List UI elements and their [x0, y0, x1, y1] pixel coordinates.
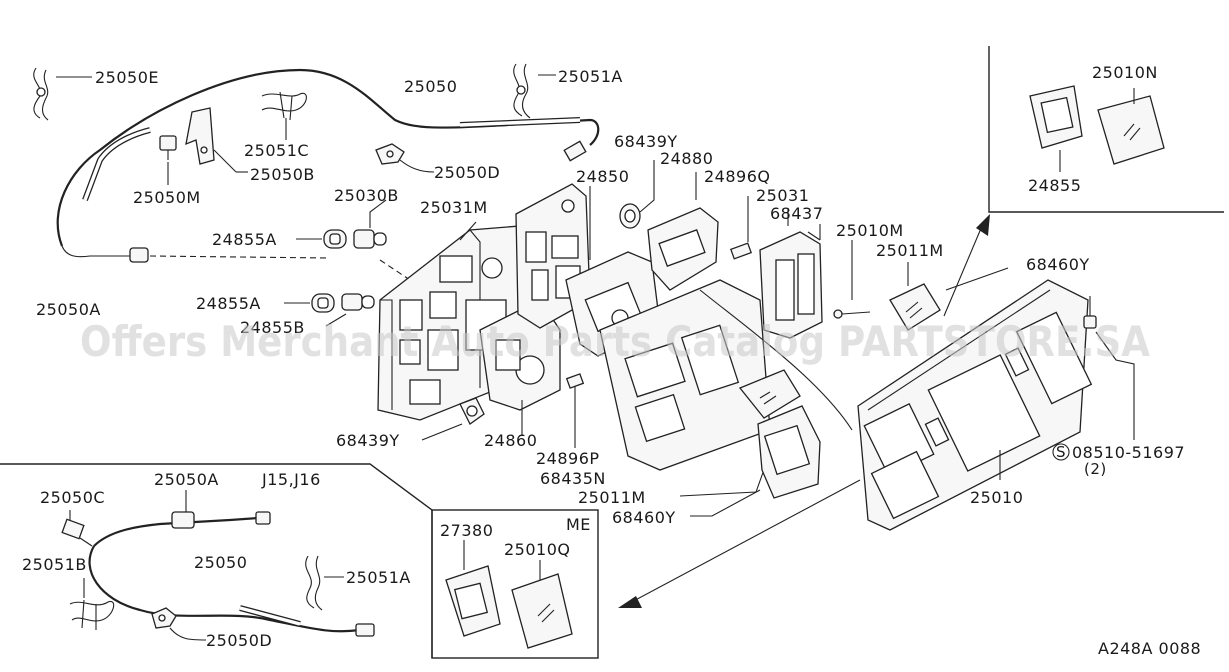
- label-68435N: 68435N: [540, 469, 606, 488]
- label-inset-25050A: 25050A: [154, 470, 219, 489]
- label-24855A-top: 24855A: [212, 230, 277, 249]
- inset-box-top-right: [988, 46, 1224, 213]
- label-25050E: 25050E: [95, 68, 159, 87]
- label-25030B: 25030B: [334, 186, 399, 205]
- inset-cable-25050: [88, 511, 375, 637]
- clip-25051C: [261, 91, 307, 121]
- label-24896Q: [729, 242, 753, 260]
- switch-25010Q: [511, 573, 573, 649]
- label-24880: 24880: [660, 149, 713, 168]
- label-24896P: [565, 373, 585, 389]
- label-24855A-mid: 24855A: [196, 294, 261, 313]
- label-24855: 24855: [1028, 176, 1081, 195]
- label-25010Q: 25010Q: [504, 540, 571, 559]
- label-24896Q: 24896Q: [704, 167, 771, 186]
- label-inset-25050: 25050: [194, 553, 247, 572]
- direction-arrow-upper: [943, 214, 990, 317]
- bulb-68439Y-top: [619, 203, 641, 229]
- label-27380: 27380: [440, 521, 493, 540]
- bulb-68439Y-bottom: [459, 397, 485, 425]
- speedometer-cable-main: [56, 68, 600, 283]
- label-25010M: 25010M: [836, 221, 904, 240]
- label-25010: 25010: [970, 488, 1023, 507]
- label-25051A-top: 25051A: [558, 67, 623, 86]
- label-24860: 24860: [484, 431, 537, 450]
- direction-arrow-lower: [618, 479, 861, 608]
- label-25050D: 25050D: [434, 163, 500, 182]
- label-25050: 25050: [404, 77, 457, 96]
- drawing-code: A248A 0088: [1098, 639, 1201, 658]
- label-24850: 24850: [576, 167, 629, 186]
- label-24896P: 24896P: [536, 449, 600, 468]
- clip-25051A-top: [513, 63, 531, 119]
- label-25011M-top: 25011M: [876, 241, 944, 260]
- socket-24855A-top: [323, 229, 347, 249]
- label-25050M: 25050M: [133, 188, 201, 207]
- label-25050A: 25050A: [36, 300, 101, 319]
- bulb-25030B: [353, 229, 387, 249]
- bracket-25050B: [185, 107, 215, 165]
- label-25010N: 25010N: [1092, 63, 1158, 82]
- label-25050B: 25050B: [250, 165, 315, 184]
- inset-box-me: [431, 509, 599, 659]
- label-24855B: 24855B: [240, 318, 305, 337]
- bracket-25031: [759, 231, 823, 339]
- clip-25050D: [375, 143, 405, 165]
- label-68460Y-bottom: 68460Y: [612, 508, 676, 527]
- meter-24880: [647, 207, 719, 291]
- label-me: ME: [566, 515, 591, 534]
- socket-24855A-mid: [311, 293, 335, 313]
- switch-25010N: [1097, 95, 1165, 165]
- cluster-housing-25031M: [377, 225, 521, 421]
- watermark: Offers Merchant Auto Parts Catalog PARTS…: [80, 317, 1150, 366]
- label-inset-25050C: 25050C: [40, 488, 105, 507]
- bulb-24855B: [341, 293, 375, 311]
- label-25051C: 25051C: [244, 141, 309, 160]
- label-screw-qty: (2): [1084, 460, 1107, 478]
- label-68439Y-top: 68439Y: [614, 132, 678, 151]
- switch-27380: [445, 565, 501, 637]
- label-inset-25050D: 25050D: [206, 631, 272, 650]
- bolt-08510-51697: [1083, 296, 1097, 329]
- switch-25011M-bottom: [738, 369, 801, 419]
- label-08510-51697: 08510-51697: [1072, 443, 1185, 462]
- grommet-25050M: [159, 135, 177, 160]
- label-68439Y-bottom: 68439Y: [336, 431, 400, 450]
- label-25011M-bottom: 25011M: [578, 488, 646, 507]
- label-models-j15-j16: J15,J16: [261, 470, 321, 489]
- vent-68460Y-bottom: [757, 405, 821, 499]
- label-68437: 68437: [770, 204, 823, 223]
- bezel-24855: [1029, 85, 1083, 149]
- label-inset-25051B: 25051B: [22, 555, 87, 574]
- inset-clip-25051B: [69, 599, 115, 630]
- clip-25050E: [33, 67, 49, 121]
- screw-prefix: S: [1056, 443, 1066, 461]
- label-25031M: 25031M: [420, 198, 488, 217]
- switch-25011M-top: [889, 283, 941, 331]
- inset-clip-25050D: [151, 607, 177, 629]
- label-25031: 25031: [756, 186, 809, 205]
- label-68460Y-top: 68460Y: [1026, 255, 1090, 274]
- screw-callout: S 08510-51697 (2): [1052, 443, 1185, 478]
- inset-clip-25050C: [61, 518, 93, 547]
- screw-small: [833, 309, 871, 319]
- inset-clip-25051A: [305, 555, 323, 611]
- cluster-lid-25010: [857, 279, 1093, 531]
- label-inset-25051A: 25051A: [346, 568, 411, 587]
